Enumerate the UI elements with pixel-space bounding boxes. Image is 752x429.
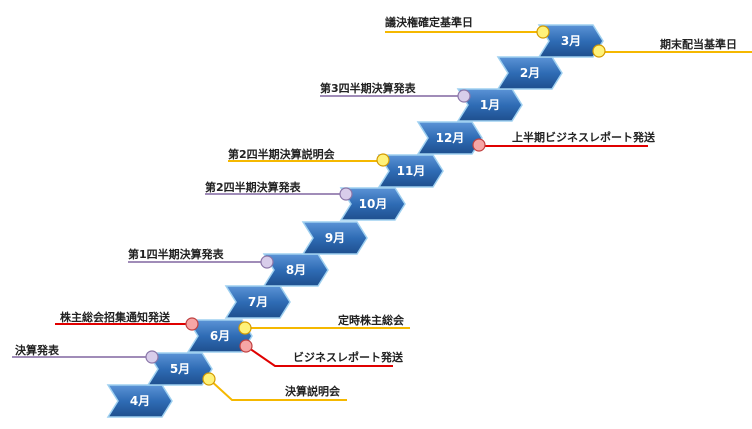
marker-q2 xyxy=(339,187,353,201)
line-results-briefing xyxy=(208,378,347,401)
label-q3: 第3四半期決算発表 xyxy=(320,81,417,95)
month-step-11: 2月 xyxy=(496,56,563,90)
month-chevron xyxy=(186,319,253,353)
month-label: 11月 xyxy=(397,164,426,178)
label-voting-record: 議決権確定基準日 xyxy=(385,15,473,29)
label-results-briefing: 決算説明会 xyxy=(285,384,341,398)
month-label: 6月 xyxy=(210,329,230,343)
month-label: 7月 xyxy=(248,295,268,309)
month-chevron xyxy=(537,24,604,58)
marker-voting-record xyxy=(536,25,550,39)
marker-business-report xyxy=(239,339,253,353)
marker-agm xyxy=(238,321,252,335)
marker-q3 xyxy=(457,89,471,103)
month-label: 1月 xyxy=(480,98,500,112)
label-q1: 第1四半期決算発表 xyxy=(128,247,225,261)
label-annual-results: 決算発表 xyxy=(15,343,60,357)
label-q2-briefing: 第2四半期決算説明会 xyxy=(228,147,336,161)
label-q2: 第2四半期決算発表 xyxy=(205,180,302,194)
month-chevron xyxy=(339,187,406,221)
month-label: 8月 xyxy=(286,263,306,277)
label-business-report: ビジネスレポート発送 xyxy=(293,350,404,364)
month-label: 10月 xyxy=(359,197,388,211)
month-chevron xyxy=(377,154,444,188)
marker-half-report xyxy=(472,138,486,152)
month-chevron xyxy=(301,221,368,255)
marker-q2-briefing xyxy=(376,153,390,167)
month-label: 2月 xyxy=(520,66,540,80)
label-agm-notice: 株主総会招集通知発送 xyxy=(60,310,171,324)
month-step-4: 7月 xyxy=(224,285,291,319)
month-label: 9月 xyxy=(325,231,345,245)
marker-results-briefing xyxy=(202,372,216,386)
month-label: 5月 xyxy=(170,362,190,376)
label-half-report: 上半期ビジネスレポート発送 xyxy=(512,130,656,144)
month-label: 3月 xyxy=(561,34,581,48)
month-step-1: 4月 xyxy=(106,384,173,418)
month-step-6: 9月 xyxy=(301,221,368,255)
month-step-7: 10月 xyxy=(339,187,406,221)
marker-annual-results xyxy=(145,350,159,364)
month-step-3: 6月 xyxy=(186,319,253,353)
month-step-5: 8月 xyxy=(262,253,329,287)
line-business-report xyxy=(245,345,393,367)
month-label: 12月 xyxy=(436,131,465,145)
marker-agm-notice xyxy=(185,317,199,331)
month-chevron xyxy=(416,121,483,155)
marker-q1 xyxy=(260,255,274,269)
marker-dividend xyxy=(592,44,606,58)
month-step-8: 11月 xyxy=(377,154,444,188)
month-label: 4月 xyxy=(130,394,150,408)
month-step-12: 3月 xyxy=(537,24,604,58)
month-step-2: 5月 xyxy=(146,352,213,386)
month-step-9: 12月 xyxy=(416,121,483,155)
label-agm: 定時株主総会 xyxy=(338,313,405,327)
month-chevron xyxy=(146,352,213,386)
label-dividend: 期末配当基準日 xyxy=(660,37,737,51)
